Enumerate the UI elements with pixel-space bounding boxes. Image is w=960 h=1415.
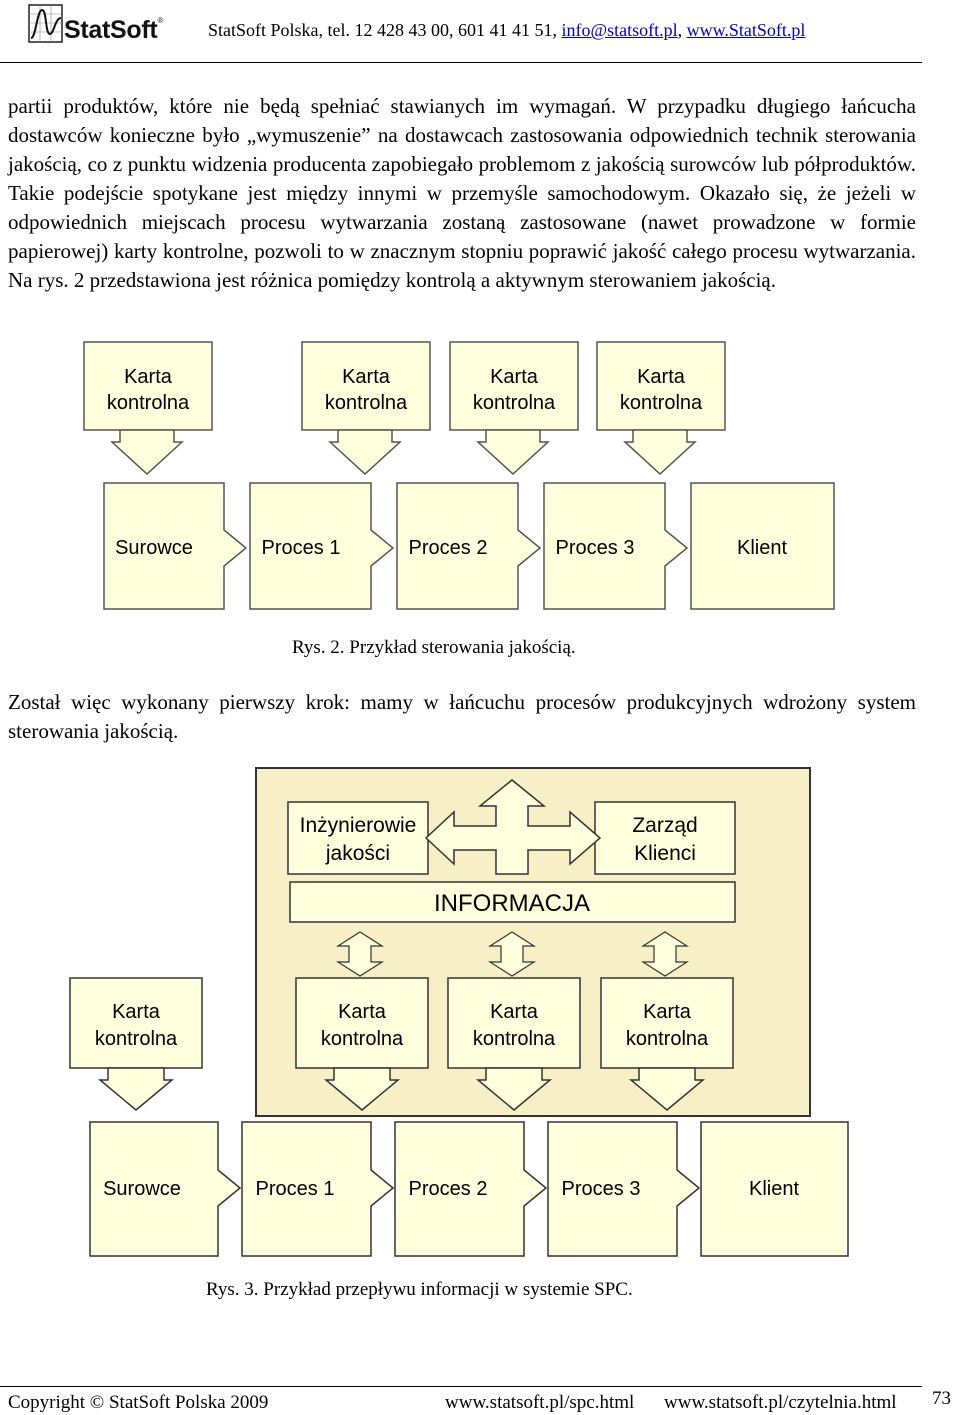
spc-link[interactable]: www.statsoft.pl/spc.html — [445, 1392, 635, 1413]
management-clients-box: Zarząd Klienci — [594, 801, 736, 875]
card-label-line2: kontrolna — [473, 392, 556, 414]
stage-label: Surowce — [103, 1178, 181, 1200]
card-label-line2: kontrolna — [626, 1028, 709, 1050]
control-card-2: Karta kontrolna — [301, 341, 431, 476]
statsoft-logo: StatSoft® — [28, 4, 193, 46]
control-card-4: Karta kontrolna — [600, 977, 734, 1111]
board-label-line2: Klienci — [634, 842, 696, 865]
header-rule — [0, 62, 922, 63]
header-contact: StatSoft Polska, tel. 12 428 43 00, 601 … — [208, 20, 805, 41]
card-label-line1: Karta — [490, 366, 539, 388]
four-way-arrow-icon — [424, 779, 602, 875]
stage-label: Klient — [749, 1178, 799, 1200]
card-label-line2: kontrolna — [107, 392, 190, 414]
stage-label: Surowce — [115, 537, 193, 559]
page-number: 73 — [932, 1388, 951, 1409]
card-label-line2: kontrolna — [321, 1028, 404, 1050]
copyright: Copyright © StatSoft Polska 2009 — [8, 1392, 269, 1413]
figure-2-caption: Rys. 2. Przykład sterowania jakością. — [292, 637, 576, 658]
stage-label: Proces 3 — [562, 1178, 641, 1200]
stage-proces-3: Proces 3 — [547, 1121, 701, 1257]
figure-3-caption: Rys. 3. Przykład przepływu informacji w … — [206, 1279, 633, 1300]
card-label-line1: Karta — [112, 1001, 161, 1023]
stage-proces-2: Proces 2 — [396, 482, 542, 610]
stage-proces-1: Proces 1 — [249, 482, 395, 610]
statsoft-logo-icon — [28, 4, 63, 43]
control-card-2: Karta kontrolna — [295, 977, 429, 1111]
stage-label: Proces 1 — [256, 1178, 335, 1200]
stage-label: Proces 2 — [409, 537, 488, 559]
control-card-1: Karta kontrolna — [83, 341, 213, 476]
footer-rule — [0, 1386, 922, 1387]
control-card-4: Karta kontrolna — [596, 341, 726, 476]
stage-label: Proces 1 — [262, 537, 341, 559]
information-label: INFORMACJA — [434, 890, 590, 917]
stage-surowce: Surowce — [89, 1121, 242, 1257]
card-label-line1: Karta — [490, 1001, 539, 1023]
website-link[interactable]: www.StatSoft.pl — [686, 20, 806, 40]
information-box: INFORMACJA — [289, 881, 736, 923]
figure-3-diagram: Inżynierowie jakości Zarząd Klienci INFO… — [69, 767, 849, 1257]
body-paragraph-1: partii produktów, które nie będą spełnia… — [8, 94, 916, 292]
stage-label: Proces 3 — [556, 537, 635, 559]
registered-mark: ® — [157, 16, 164, 25]
double-arrow-icon — [640, 931, 690, 977]
stage-label: Proces 2 — [409, 1178, 488, 1200]
stage-klient: Klient — [700, 1121, 849, 1257]
card-label-line2: kontrolna — [473, 1028, 556, 1050]
card-label-line2: kontrolna — [620, 392, 703, 414]
card-label-line1: Karta — [643, 1001, 692, 1023]
stage-proces-3: Proces 3 — [543, 482, 689, 610]
body-paragraph-2: Został więc wykonany pierwszy krok: mamy… — [8, 690, 916, 743]
stage-label: Klient — [737, 537, 787, 559]
stage-klient: Klient — [690, 482, 835, 610]
engineers-label-line1: Inżynierowie — [300, 814, 417, 837]
card-label-line2: kontrolna — [95, 1028, 178, 1050]
figure-2-diagram: Karta kontrolna Karta kontrolna Karta ko… — [70, 338, 850, 618]
card-label-line1: Karta — [124, 366, 173, 388]
card-label-line2: kontrolna — [325, 392, 408, 414]
czytelnia-link[interactable]: www.statsoft.pl/czytelnia.html — [664, 1392, 897, 1413]
logo-text: StatSoft — [64, 16, 158, 44]
contact-info: StatSoft Polska, tel. 12 428 43 00, 601 … — [208, 20, 562, 40]
card-label-line1: Karta — [342, 366, 391, 388]
contact-separator: , — [677, 20, 687, 40]
email-link[interactable]: info@statsoft.pl — [561, 20, 678, 40]
control-card-3: Karta kontrolna — [447, 977, 581, 1111]
double-arrow-icon — [335, 931, 385, 977]
page-header: StatSoft® StatSoft Polska, tel. 12 428 4… — [0, 0, 960, 63]
double-arrow-icon — [487, 931, 537, 977]
stage-proces-1: Proces 1 — [241, 1121, 395, 1257]
stage-surowce: Surowce — [103, 482, 248, 610]
card-label-line1: Karta — [637, 366, 686, 388]
card-label-line1: Karta — [338, 1001, 387, 1023]
engineers-label-line2: jakości — [325, 842, 390, 865]
control-card-1: Karta kontrolna — [69, 977, 203, 1111]
board-label-line1: Zarząd — [632, 814, 697, 837]
quality-engineers-box: Inżynierowie jakości — [287, 801, 429, 875]
stage-proces-2: Proces 2 — [394, 1121, 548, 1257]
control-card-3: Karta kontrolna — [449, 341, 579, 476]
